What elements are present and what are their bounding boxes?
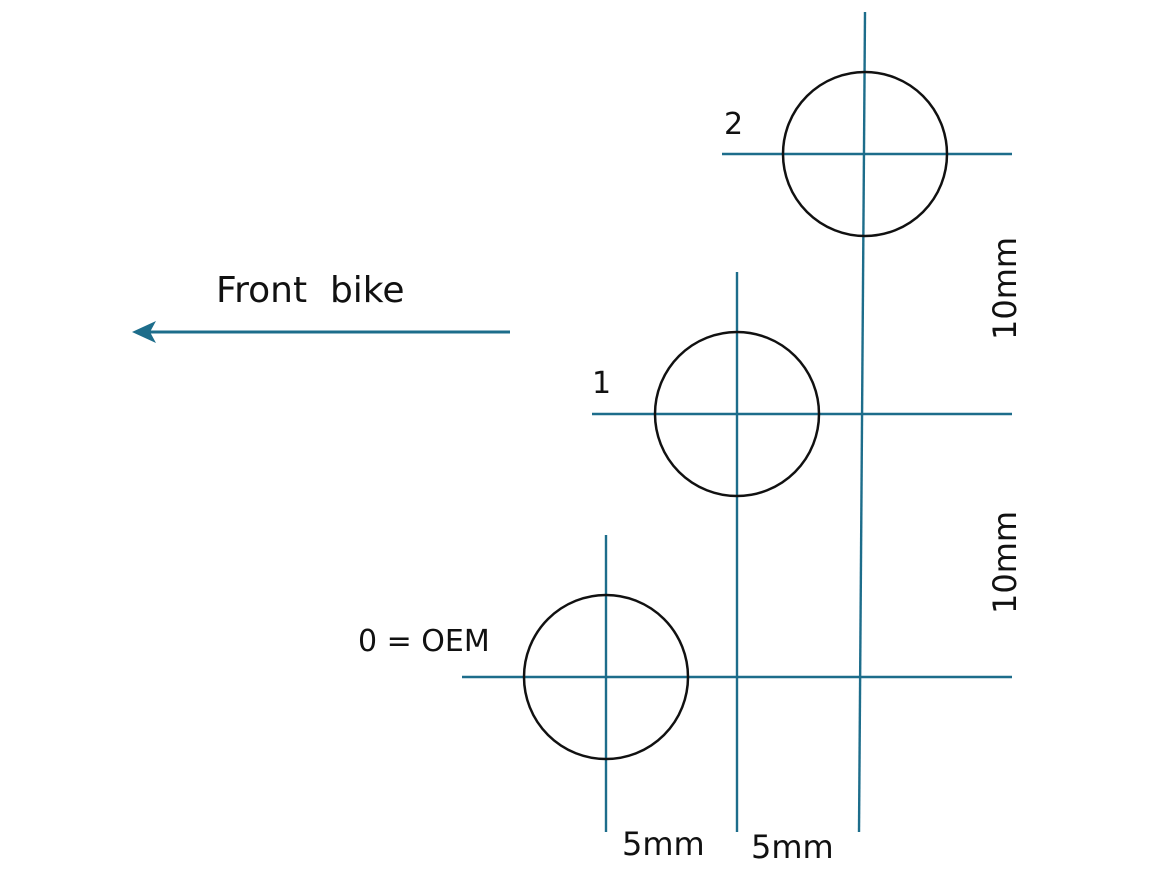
position-1-label: 1 xyxy=(592,366,611,401)
front-bike-label: Front bike xyxy=(216,270,405,311)
hole-position-2 xyxy=(781,70,949,238)
horizontal-dimension-second: 5mm xyxy=(751,828,834,866)
hole-position-0 xyxy=(522,593,690,761)
front-direction-arrow xyxy=(132,321,510,343)
vertical-dimension-lower: 10mm xyxy=(986,511,1024,614)
hole-position-1 xyxy=(653,330,821,498)
horizontal-dimension-first: 5mm xyxy=(622,825,705,863)
arrow-left-icon xyxy=(132,321,156,343)
position-0-label: 0 = OEM xyxy=(358,624,490,659)
position-2-label: 2 xyxy=(724,107,743,142)
vertical-dimension-upper: 10mm xyxy=(986,237,1024,340)
vertical-line-position-2 xyxy=(857,11,867,833)
